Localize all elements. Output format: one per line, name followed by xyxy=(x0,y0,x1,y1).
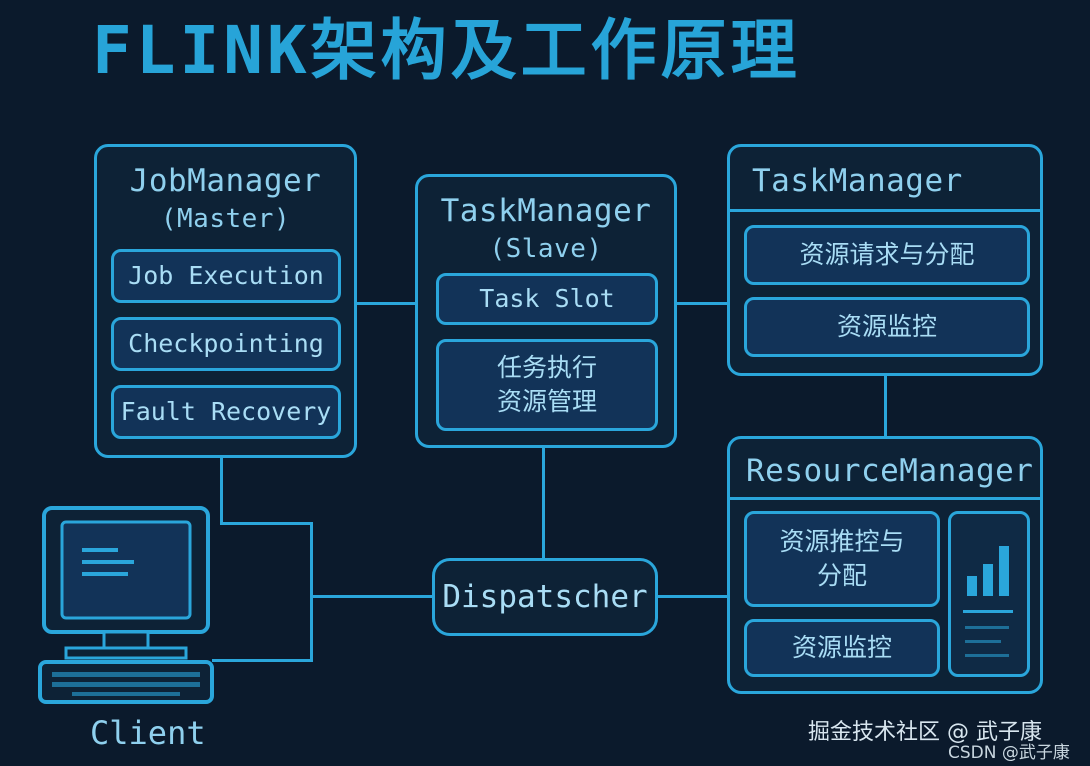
connector-dispatcher-rm xyxy=(656,595,728,598)
checkpointing-item: Checkpointing xyxy=(111,317,341,371)
taskmanager-slave-subtitle: (Slave) xyxy=(489,234,603,264)
resourcemanager-title: ResourceManager xyxy=(746,453,1034,489)
connector-jm-down xyxy=(220,456,223,524)
resource-mgmt-line: 资源管理 xyxy=(496,387,597,416)
monitor-chart-panel xyxy=(948,511,1030,677)
watermark-csdn: CSDN @武子康 xyxy=(948,743,1070,763)
bar-chart-icon xyxy=(963,546,1013,657)
jobmanager-subtitle: (Master) xyxy=(160,204,291,234)
connector-client-bus xyxy=(212,659,312,662)
connector-tm-tmright xyxy=(675,302,729,305)
taskmanager-slave-title: TaskManager xyxy=(440,193,652,229)
taskmanager-right-panel: TaskManager 资源请求与分配 资源监控 xyxy=(727,144,1043,376)
resource-control-line1: 资源推控与 xyxy=(779,527,905,556)
job-execution-item: Job Execution xyxy=(111,249,341,303)
connector-jm-right xyxy=(220,522,312,525)
resource-request-item: 资源请求与分配 xyxy=(744,225,1030,285)
client-label: Client xyxy=(90,714,206,752)
task-exec-line: 任务执行 xyxy=(496,353,597,382)
taskmanager-slave-panel: TaskManager (Slave) Task Slot 任务执行 资源管理 xyxy=(415,174,677,448)
connector-jm-tm xyxy=(355,302,417,305)
watermark-juejin: 掘金技术社区 @ 武子康 xyxy=(808,720,1042,745)
jobmanager-title: JobManager xyxy=(129,163,322,199)
jobmanager-panel: JobManager (Master) Job Execution Checkp… xyxy=(94,144,357,458)
diagram-title: FLINK架构及工作原理 xyxy=(92,12,801,89)
connector-bus-dispatcher xyxy=(310,595,434,598)
connector-bus-vertical xyxy=(310,522,313,662)
task-exec-resource-item: 任务执行 资源管理 xyxy=(436,339,658,431)
taskmanager-right-divider xyxy=(730,209,1040,212)
connector-tmright-rm xyxy=(884,374,887,438)
resourcemanager-divider xyxy=(730,497,1040,500)
task-slot-item: Task Slot xyxy=(436,273,658,325)
dispatcher-node: Dispatscher xyxy=(432,558,658,636)
client-computer-icon xyxy=(38,506,214,704)
resource-control-line2: 分配 xyxy=(816,561,867,590)
resource-monitor-item: 资源监控 xyxy=(744,297,1030,357)
resourcemanager-panel: ResourceManager 资源推控与 分配 资源监控 xyxy=(727,436,1043,694)
fault-recovery-item: Fault Recovery xyxy=(111,385,341,439)
rm-resource-monitor-item: 资源监控 xyxy=(744,619,940,677)
connector-tm-dispatcher xyxy=(542,446,545,558)
resource-control-item: 资源推控与 分配 xyxy=(744,511,940,607)
taskmanager-right-title: TaskManager xyxy=(752,163,963,199)
